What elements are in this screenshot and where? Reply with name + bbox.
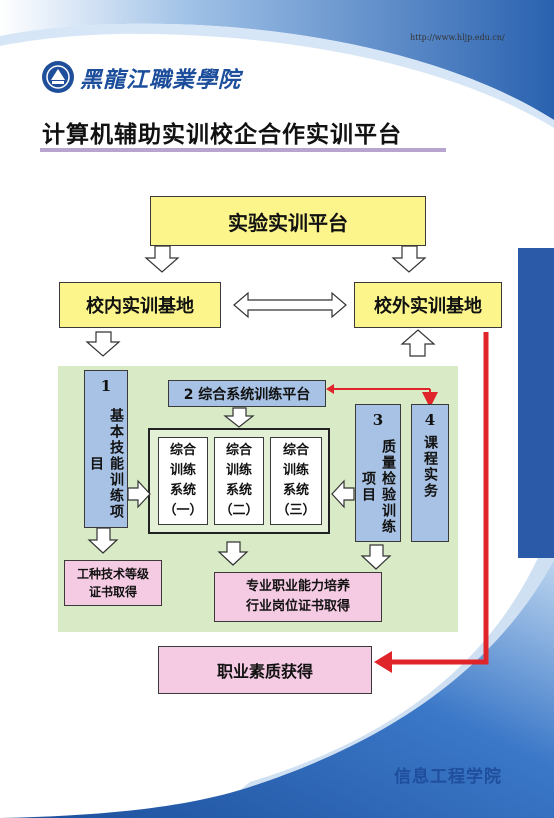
- system-1-line4: （一）: [163, 503, 203, 518]
- system-box-2: 综合 训练 系统 （二）: [214, 437, 264, 525]
- system-1-line3: 系统: [169, 483, 196, 498]
- course-practice-label: 课程实务: [422, 435, 438, 499]
- professional-line2: 行业岗位证书取得: [245, 599, 350, 614]
- professional-line1: 专业职业能力培养: [245, 579, 350, 594]
- quality-check-box: 3 质量检验训练项目: [355, 404, 401, 542]
- title-underline: [40, 148, 446, 152]
- system-1-line1: 综合: [169, 443, 196, 458]
- system-2-line2: 训练: [225, 463, 252, 478]
- system-box-3: 综合 训练 系统 （三）: [270, 437, 322, 525]
- system-1-line2: 训练: [169, 463, 196, 478]
- department-name: 信息工程学院: [394, 767, 502, 787]
- course-practice-box: 4 课程实务: [411, 404, 449, 542]
- system-2-line1: 综合: [225, 443, 252, 458]
- course-practice-number: 4: [424, 411, 436, 429]
- trade-cert-box: 工种技术等级 证书取得: [64, 560, 162, 606]
- basic-skill-box: 1 基本技能训练项目: [84, 370, 128, 528]
- system-2-line3: 系统: [225, 483, 252, 498]
- quality-check-label: 质量检验训练项目: [360, 439, 396, 535]
- system-3-line2: 训练: [282, 463, 309, 478]
- trade-cert-line1: 工种技术等级: [76, 567, 149, 581]
- trade-cert-line2: 证书取得: [88, 585, 137, 599]
- professional-ability-box: 专业职业能力培养 行业岗位证书取得: [214, 572, 382, 622]
- external-base-box: 校外实训基地: [354, 282, 502, 328]
- vocational-quality-box: 职业素质获得: [158, 646, 372, 694]
- integrated-platform-box: 2 综合系统训练平台: [168, 380, 326, 407]
- system-2-line4: （二）: [219, 503, 259, 518]
- internal-base-box: 校内实训基地: [59, 282, 221, 328]
- quality-check-number: 3: [372, 411, 384, 429]
- school-logo-icon: [42, 61, 74, 93]
- page-title: 计算机辅助实训校企合作实训平台: [42, 122, 402, 148]
- website-url[interactable]: http://www.hljp.edu.cn/: [410, 33, 505, 42]
- school-name: 黑龍江職業學院: [80, 67, 242, 93]
- system-3-line1: 综合: [282, 443, 309, 458]
- basic-skill-label: 基本技能训练项目: [88, 408, 124, 520]
- system-3-line3: 系统: [282, 483, 309, 498]
- system-3-line4: （三）: [276, 503, 316, 518]
- lab-platform-box: 实验实训平台: [150, 196, 426, 246]
- basic-skill-number: 1: [100, 377, 112, 395]
- system-box-1: 综合 训练 系统 （一）: [158, 437, 208, 525]
